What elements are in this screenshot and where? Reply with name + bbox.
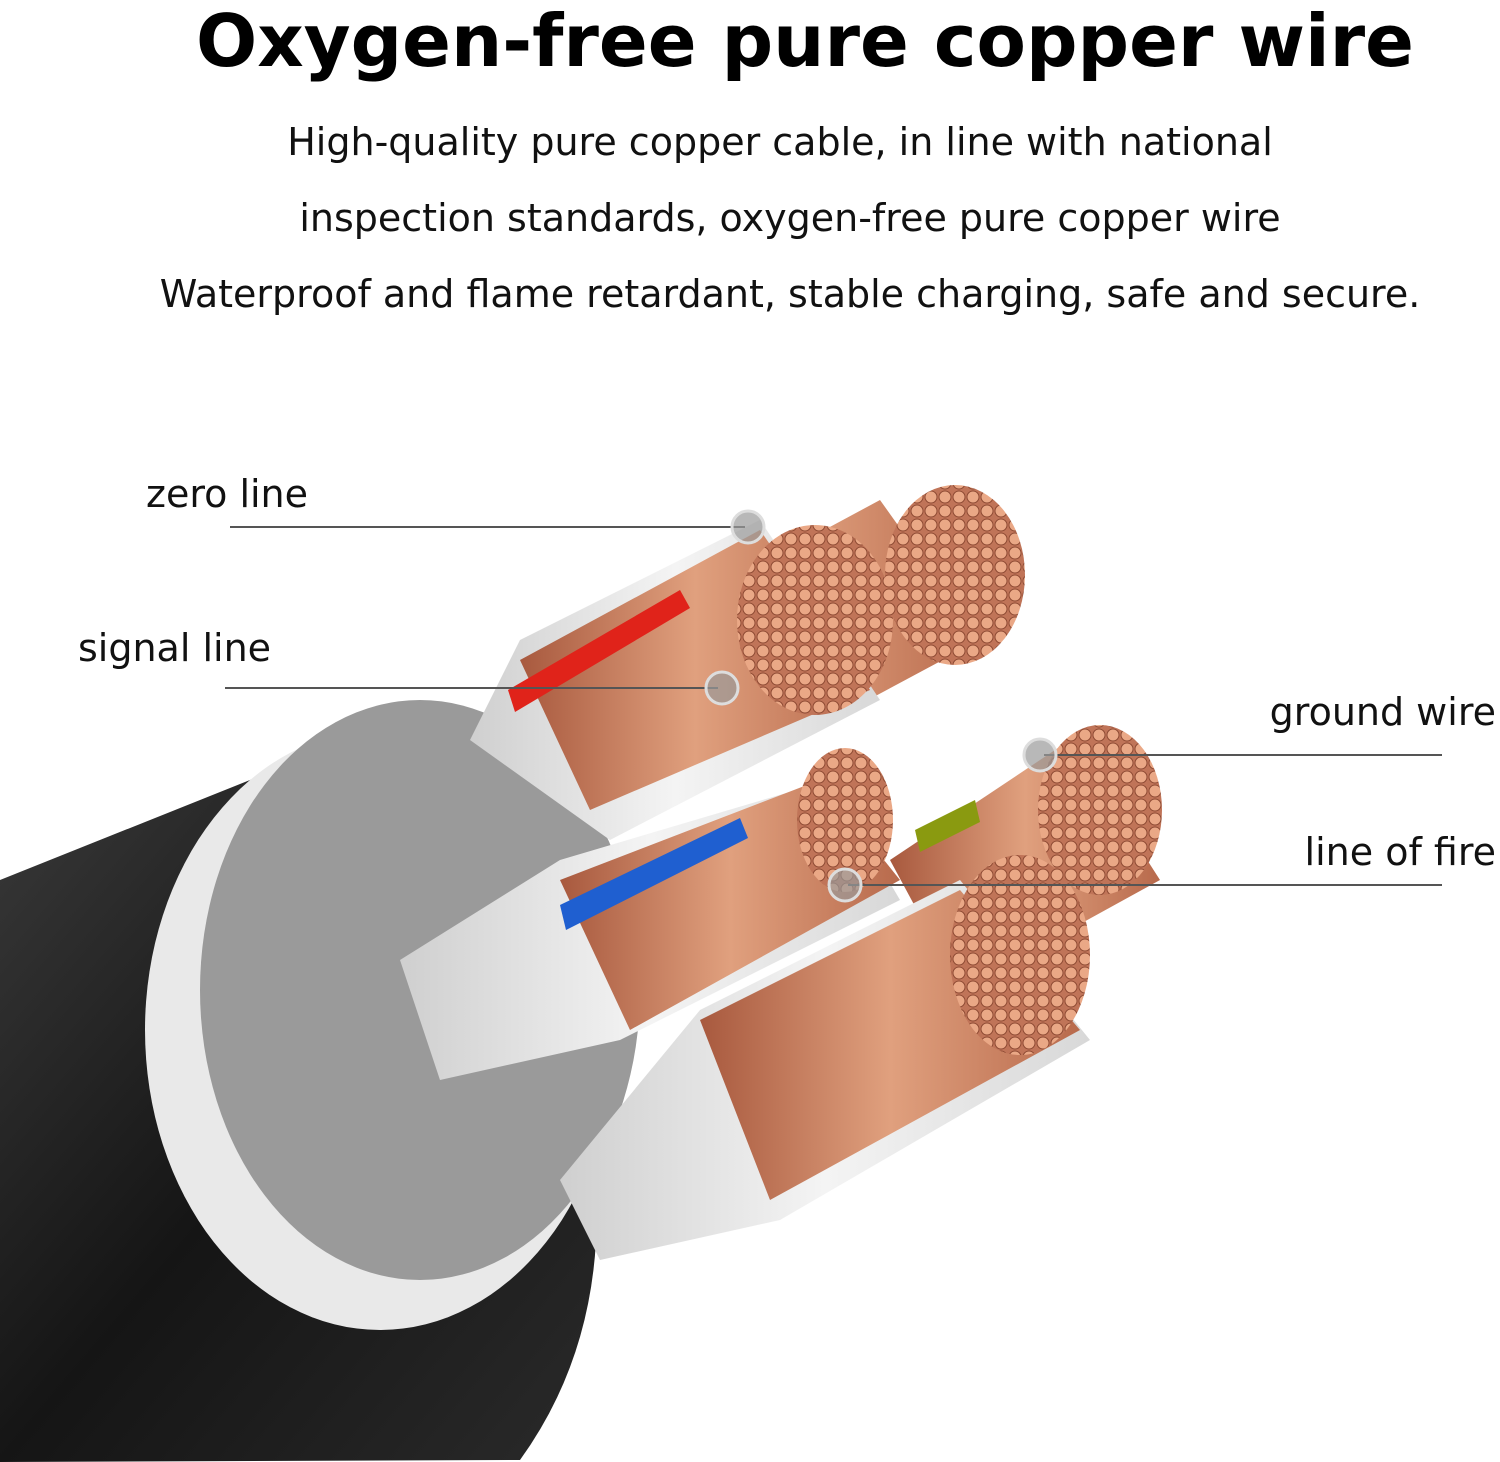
description-line-1: High-quality pure copper cable, in line … bbox=[287, 120, 1273, 164]
conductor-line-of-fire bbox=[560, 855, 1090, 1260]
red-stripe bbox=[508, 590, 690, 712]
conductor-zero-line bbox=[470, 520, 893, 840]
label-signal-line: signal line bbox=[78, 626, 272, 670]
green-stripe bbox=[915, 800, 980, 852]
blue-stripe bbox=[560, 818, 748, 930]
label-ground-wire: ground wire bbox=[1269, 690, 1496, 734]
page-title: Oxygen-free pure copper wire bbox=[195, 0, 1415, 83]
leader-zero-line bbox=[230, 509, 766, 545]
leader-line-of-fire bbox=[827, 867, 1442, 903]
label-line-of-fire: line of fire bbox=[1304, 830, 1496, 874]
description-line-2: inspection standards, oxygen-free pure c… bbox=[299, 196, 1281, 240]
label-zero-line: zero line bbox=[146, 472, 309, 516]
leader-ground-wire bbox=[1022, 737, 1442, 773]
description-line-3: Waterproof and flame retardant, stable c… bbox=[159, 272, 1421, 316]
leader-signal-line bbox=[225, 670, 740, 706]
conductor-signal-line bbox=[400, 748, 900, 1080]
